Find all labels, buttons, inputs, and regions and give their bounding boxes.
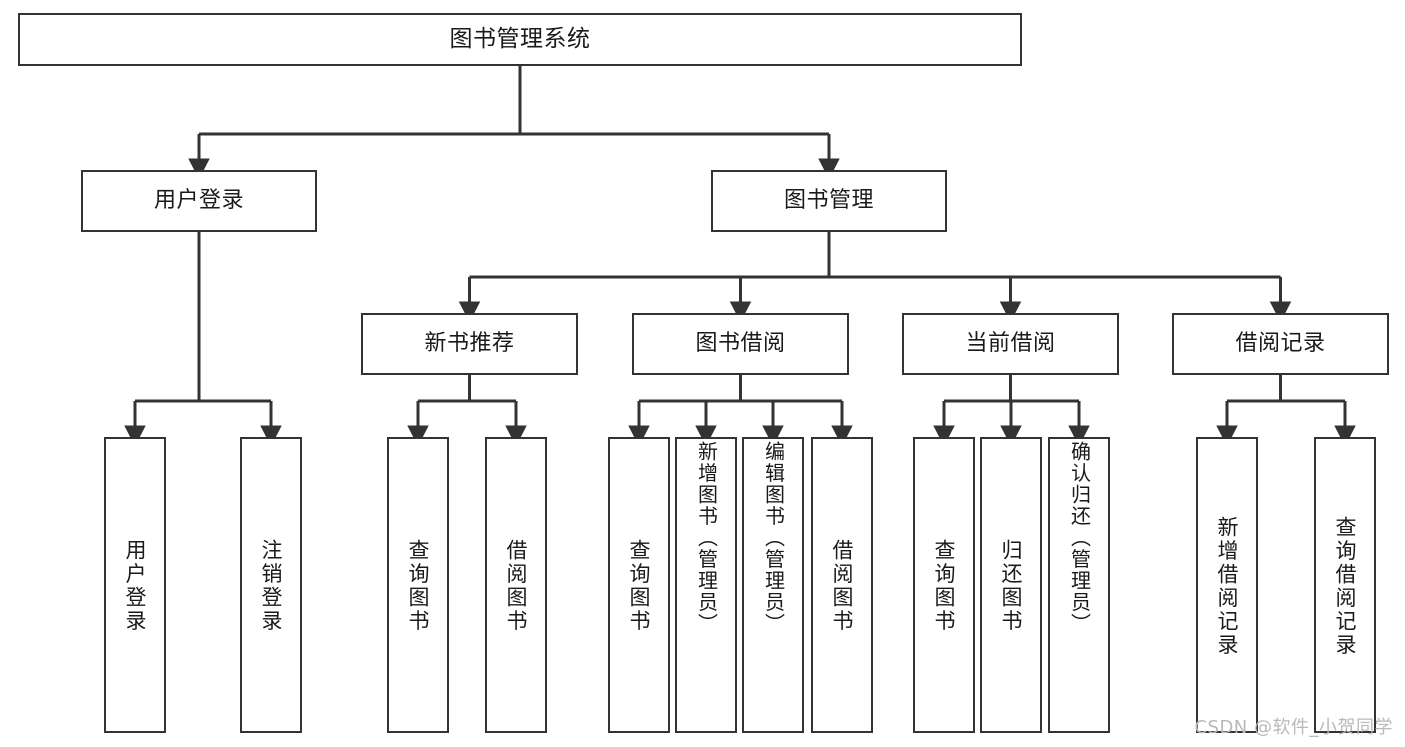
node-root[interactable]: 图书管理系统 bbox=[18, 13, 1022, 66]
node-newbook-query-book[interactable]: 查询图书 bbox=[387, 437, 449, 733]
node-login-logout[interactable]: 注销登录 bbox=[240, 437, 302, 733]
node-current-query-book-label: 查询图书 bbox=[932, 539, 957, 633]
node-new-book-recommend-label: 新书推荐 bbox=[424, 331, 515, 357]
node-newbook-query-book-label: 查询图书 bbox=[406, 539, 431, 633]
node-user-login[interactable]: 用户登录 bbox=[81, 170, 317, 232]
node-current-return-book[interactable]: 归还图书 bbox=[980, 437, 1042, 733]
node-root-label: 图书管理系统 bbox=[449, 25, 591, 52]
node-login-logout-label: 注销登录 bbox=[259, 539, 284, 633]
node-book-borrow-label: 图书借阅 bbox=[695, 331, 786, 357]
node-borrow-edit-book-admin-label: 编辑图书（管理员） bbox=[761, 441, 786, 635]
node-current-borrow[interactable]: 当前借阅 bbox=[902, 313, 1119, 375]
node-current-query-book[interactable]: 查询图书 bbox=[913, 437, 975, 733]
node-current-borrow-label: 当前借阅 bbox=[965, 331, 1056, 357]
node-borrow-query-book[interactable]: 查询图书 bbox=[608, 437, 670, 733]
node-records-query-record[interactable]: 查询借阅记录 bbox=[1314, 437, 1376, 733]
node-records-query-record-label: 查询借阅记录 bbox=[1333, 515, 1358, 657]
node-current-confirm-return-admin[interactable]: 确认归还（管理员） bbox=[1048, 437, 1110, 733]
node-newbook-borrow-book[interactable]: 借阅图书 bbox=[485, 437, 547, 733]
node-borrow-edit-book-admin[interactable]: 编辑图书（管理员） bbox=[742, 437, 804, 733]
node-newbook-borrow-book-label: 借阅图书 bbox=[504, 539, 529, 633]
node-new-book-recommend[interactable]: 新书推荐 bbox=[361, 313, 578, 375]
node-borrow-borrow-book-label: 借阅图书 bbox=[830, 539, 855, 633]
node-book-management[interactable]: 图书管理 bbox=[711, 170, 947, 232]
node-current-return-book-label: 归还图书 bbox=[999, 539, 1024, 633]
node-login-user-login[interactable]: 用户登录 bbox=[104, 437, 166, 733]
node-borrow-add-book-admin[interactable]: 新增图书（管理员） bbox=[675, 437, 737, 733]
node-records-add-record[interactable]: 新增借阅记录 bbox=[1196, 437, 1258, 733]
node-login-user-login-label: 用户登录 bbox=[123, 539, 148, 633]
node-borrow-borrow-book[interactable]: 借阅图书 bbox=[811, 437, 873, 733]
node-records-add-record-label: 新增借阅记录 bbox=[1215, 515, 1240, 657]
node-current-confirm-return-admin-label: 确认归还（管理员） bbox=[1067, 441, 1092, 635]
node-borrow-add-book-admin-label: 新增图书（管理员） bbox=[694, 441, 719, 635]
node-book-management-label: 图书管理 bbox=[783, 188, 874, 214]
watermark-text: CSDN @软件_小贺同学 bbox=[1194, 717, 1393, 738]
node-book-borrow[interactable]: 图书借阅 bbox=[632, 313, 849, 375]
node-borrow-query-book-label: 查询图书 bbox=[627, 539, 652, 633]
node-borrow-records[interactable]: 借阅记录 bbox=[1172, 313, 1389, 375]
node-borrow-records-label: 借阅记录 bbox=[1235, 331, 1326, 357]
node-user-login-label: 用户登录 bbox=[153, 188, 244, 214]
